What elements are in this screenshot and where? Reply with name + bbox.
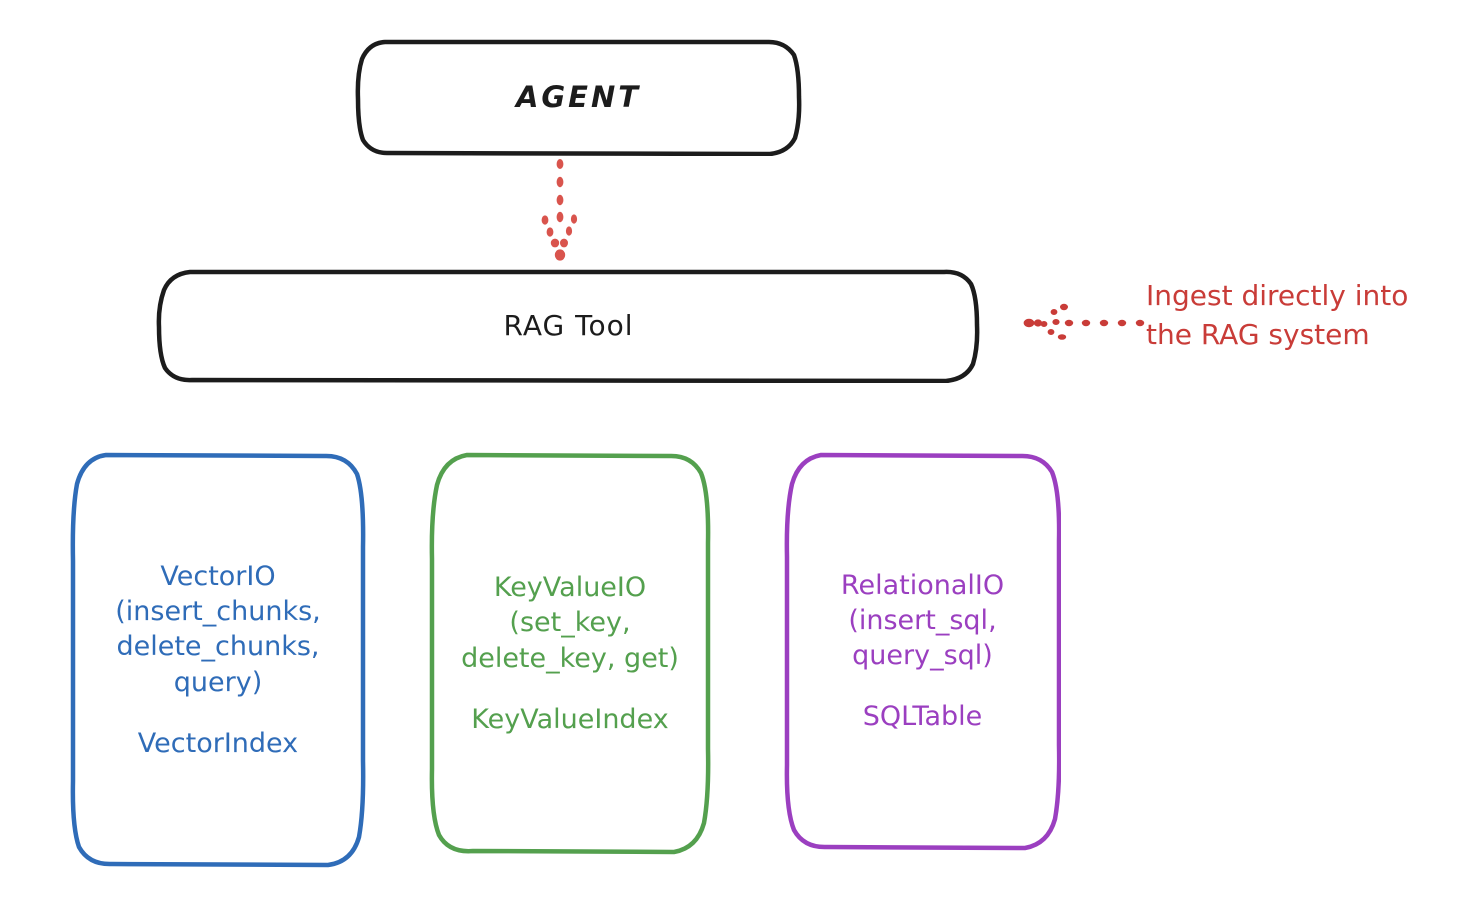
relational-io-node-label: RelationalIO (insert_sql, query_sql) SQLT… xyxy=(835,568,1010,734)
ingest-annotation-text: Ingest directly into the RAG system xyxy=(1146,279,1409,351)
key-value-io-node[interactable]: KeyValueIO (set_key, delete_key, get) Key… xyxy=(429,451,711,856)
agent-to-rag-tool-arrow xyxy=(541,159,578,261)
relational-io-node[interactable]: RelationalIO (insert_sql, query_sql) SQLT… xyxy=(784,451,1061,851)
vector-io-methods: VectorIO (insert_chunks, delete_chunks, … xyxy=(115,561,321,698)
rag-tool-node[interactable]: RAG Tool xyxy=(156,269,981,383)
agent-node-label: AGENT xyxy=(515,79,642,114)
agent-node[interactable]: AGENT xyxy=(355,39,802,156)
vector-io-node-label: VectorIO (insert_chunks, delete_chunks, … xyxy=(109,559,326,760)
vector-io-node[interactable]: VectorIO (insert_chunks, delete_chunks, … xyxy=(70,451,366,869)
key-value-io-spacer xyxy=(461,676,679,702)
ingest-to-rag-tool-arrow xyxy=(1023,303,1145,340)
relational-io-methods: RelationalIO (insert_sql, query_sql) xyxy=(840,569,1005,671)
key-value-io-methods: KeyValueIO (set_key, delete_key, get) xyxy=(461,572,679,674)
key-value-io-node-label: KeyValueIO (set_key, delete_key, get) Key… xyxy=(455,570,685,736)
rag-tool-node-label: RAG Tool xyxy=(503,309,634,343)
relational-io-spacer xyxy=(841,673,1004,699)
relational-io-index-label: SQLTable xyxy=(862,701,983,733)
vector-io-spacer xyxy=(115,700,320,726)
vector-io-index-label: VectorIndex xyxy=(137,727,299,759)
key-value-io-index-label: KeyValueIndex xyxy=(471,703,669,735)
